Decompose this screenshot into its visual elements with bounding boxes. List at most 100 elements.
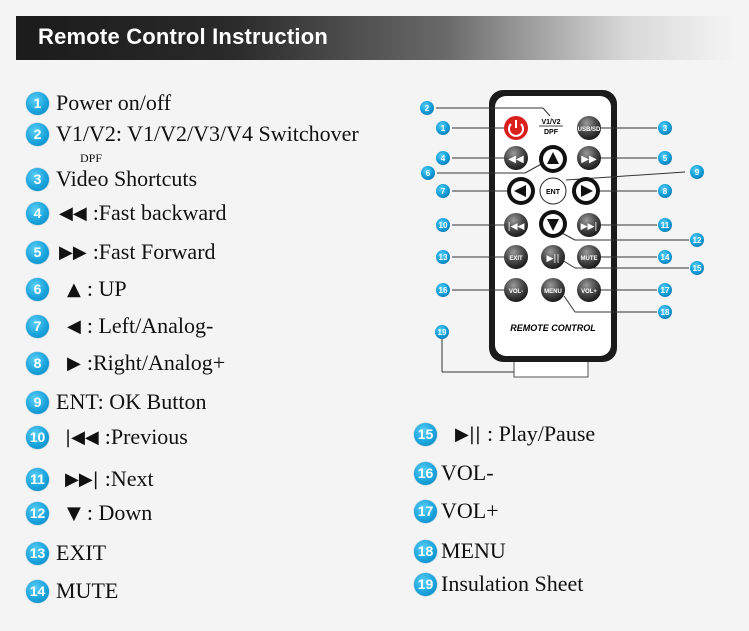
callout-10: 10 — [436, 218, 450, 232]
exit-button[interactable] — [504, 245, 528, 269]
callout-4: 4 — [436, 151, 450, 165]
svg-text:1: 1 — [441, 124, 446, 133]
number-badge: 1 — [26, 91, 49, 115]
menu-button[interactable] — [541, 278, 565, 302]
svg-text:17: 17 — [661, 286, 670, 295]
svg-text:8: 8 — [663, 187, 668, 196]
legend-text: EXIT — [56, 540, 107, 565]
menu-label: MENU — [544, 289, 562, 295]
play-pause-btn-icon: ▶|| — [547, 254, 560, 264]
callout-6: 6 — [421, 166, 435, 180]
legend-text: ENT: OK Button — [56, 389, 207, 414]
callout-12: 12 — [690, 233, 704, 247]
number-badge: 2 — [26, 122, 49, 146]
legend-text: Power on/off — [56, 90, 172, 115]
right-arrow-icon: ▶ — [67, 352, 81, 374]
legend-item-11: 11 ▶▶| :Next — [26, 465, 154, 493]
svg-text:15: 15 — [693, 264, 702, 273]
svg-text:11: 11 — [661, 221, 670, 230]
svg-text:4: 4 — [441, 154, 446, 163]
vol-minus-label: VOL- — [509, 289, 523, 295]
legend-item-17: 17 VOL+ — [414, 497, 499, 525]
legend-text: MENU — [441, 538, 506, 563]
svg-text:9: 9 — [695, 168, 700, 177]
callout-9: 9 — [690, 165, 704, 179]
vol-plus-button[interactable] — [577, 278, 601, 302]
legend-item-16: 16 VOL- — [414, 459, 494, 487]
next-icon: ▶▶| — [65, 468, 99, 490]
legend-item-12: 12 ▼ : Down — [26, 499, 152, 527]
number-badge: 9 — [26, 390, 49, 414]
number-badge: 6 — [26, 277, 49, 301]
fast-backward-button[interactable] — [504, 146, 528, 170]
svg-text:5: 5 — [663, 154, 668, 163]
legend-text: :Previous — [104, 424, 188, 449]
svg-text:6: 6 — [426, 169, 431, 178]
play-pause-button[interactable] — [541, 245, 565, 269]
callout-17: 17 — [658, 283, 672, 297]
svg-text:10: 10 — [439, 221, 448, 230]
number-badge: 4 — [26, 201, 49, 225]
legend-text: : Play/Pause — [486, 421, 596, 446]
play-pause-icon: ▶|| — [455, 423, 481, 445]
fast-forward-button[interactable] — [577, 146, 601, 170]
vol-minus-button[interactable] — [504, 278, 528, 302]
legend-text: VOL- — [441, 460, 494, 485]
dpf-sublabel: DPF — [80, 151, 103, 165]
callout-5: 5 — [658, 151, 672, 165]
callout-2: 2 — [420, 101, 434, 115]
number-badge: 3 — [26, 167, 49, 191]
svg-text:14: 14 — [661, 253, 670, 262]
mute-button[interactable] — [577, 245, 601, 269]
left-arrow-icon: ◀ — [67, 315, 81, 337]
legend-item-14: 14 MUTE — [26, 577, 118, 605]
svg-text:3: 3 — [663, 124, 668, 133]
legend-text: :Right/Analog+ — [86, 350, 226, 375]
legend-text: Video Shortcuts — [56, 166, 198, 191]
number-badge: 8 — [26, 351, 49, 375]
fast-backward-btn-icon: ◀◀ — [508, 154, 524, 165]
svg-text:18: 18 — [661, 308, 670, 317]
legend-text: :Next — [104, 466, 154, 491]
svg-text:19: 19 — [438, 328, 447, 337]
number-badge: 12 — [26, 501, 49, 525]
up-btn-icon — [547, 152, 559, 164]
legend-item-18: 18 MENU — [414, 537, 506, 565]
down-btn-icon — [547, 219, 559, 231]
legend-item-4: 4 ◀◀ :Fast backward — [26, 199, 226, 227]
usbsd-label: USB/SD — [578, 127, 601, 133]
callout-18: 18 — [658, 305, 672, 319]
up-arrow-icon: ▲ — [67, 278, 81, 300]
svg-text:2: 2 — [425, 104, 430, 113]
usbsd-button[interactable] — [577, 116, 601, 140]
number-badge: 11 — [26, 467, 49, 491]
legend-text: VOL+ — [441, 498, 499, 523]
fast-forward-icon: ▶▶ — [59, 241, 87, 263]
legend-item-5: 5 ▶▶ :Fast Forward — [26, 238, 216, 266]
number-badge: 14 — [26, 579, 49, 603]
legend-item-10: 10 |◀◀ :Previous — [26, 423, 188, 451]
svg-text:16: 16 — [439, 286, 448, 295]
callout-11: 11 — [658, 218, 672, 232]
legend-text: MUTE — [56, 578, 119, 603]
legend-item-15: 15 ▶|| : Play/Pause — [414, 420, 595, 448]
number-badge: 5 — [26, 240, 49, 264]
ent-label: ENT — [546, 189, 561, 196]
number-badge: 18 — [414, 539, 437, 563]
callout-7: 7 — [436, 184, 450, 198]
callout-19: 19 — [435, 325, 449, 339]
callout-16: 16 — [436, 283, 450, 297]
legend-item-3: 3 Video Shortcuts — [26, 165, 197, 193]
number-badge: 15 — [414, 422, 437, 446]
callout-14: 14 — [658, 250, 672, 264]
svg-text:12: 12 — [693, 236, 702, 245]
legend-item-8: 8 ▶ :Right/Analog+ — [26, 349, 225, 377]
previous-button[interactable] — [504, 213, 528, 237]
ent-button[interactable] — [539, 177, 567, 205]
left-btn-icon — [514, 185, 526, 197]
legend-item-13: 13 EXIT — [26, 539, 106, 567]
next-btn-icon: ▶▶| — [581, 222, 598, 232]
next-button[interactable] — [577, 213, 601, 237]
page-title: Remote Control Instruction — [38, 24, 328, 49]
